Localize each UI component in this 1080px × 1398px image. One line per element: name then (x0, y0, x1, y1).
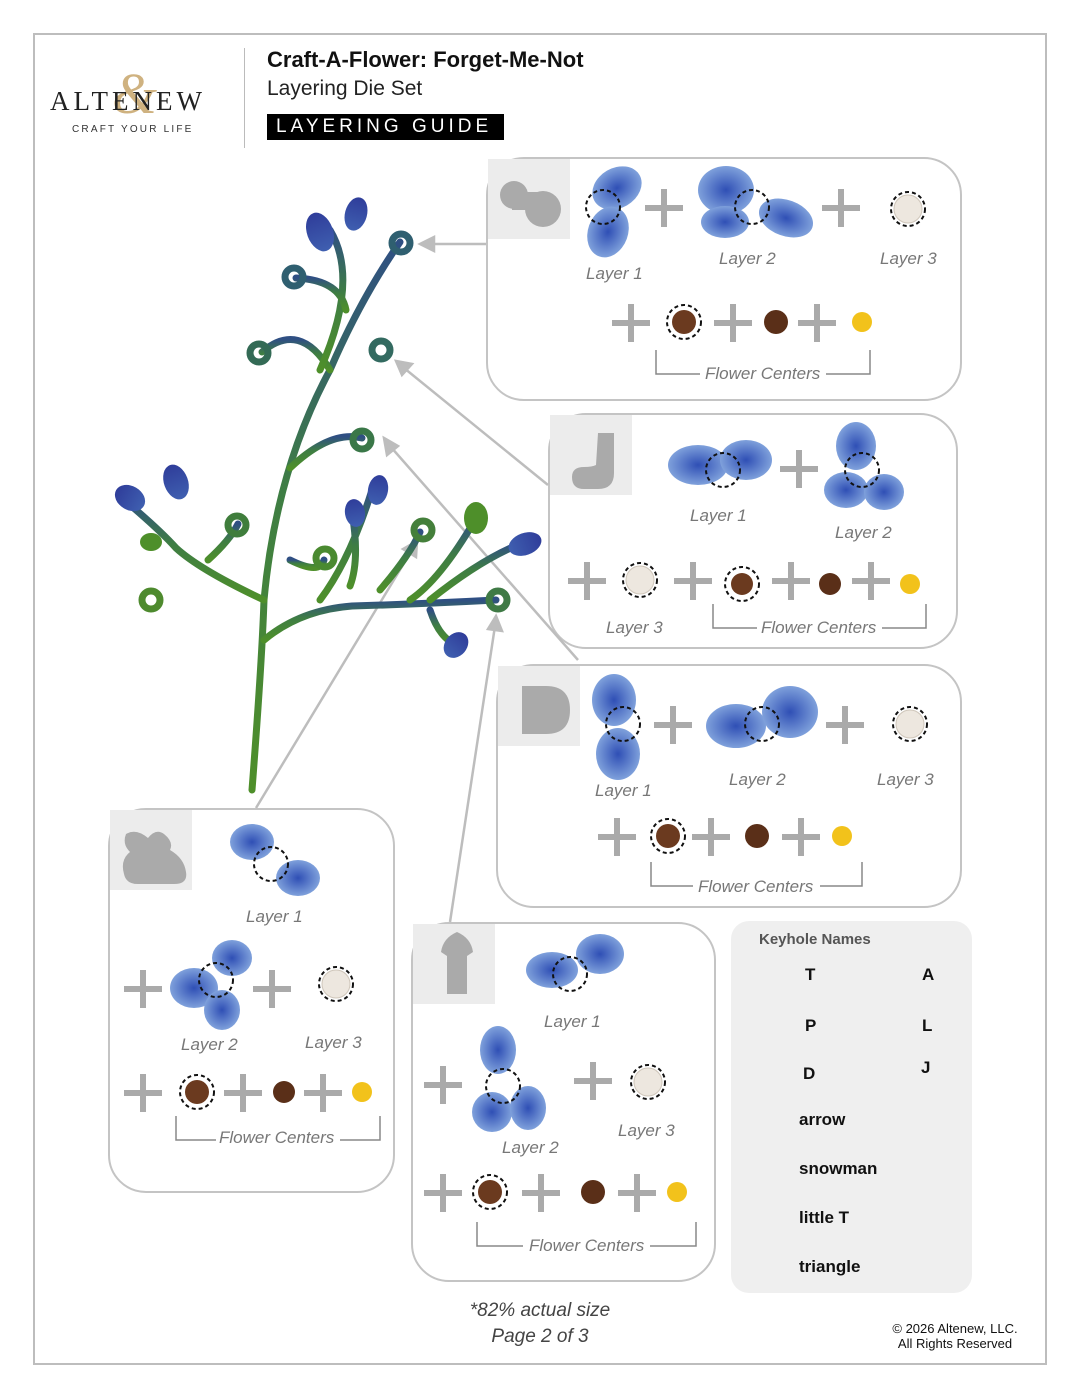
plus-icon (798, 304, 836, 342)
layer-label: Layer 2 (729, 770, 786, 789)
layer-label: Layer 1 (586, 264, 643, 283)
j-keyhole-icon (572, 433, 614, 489)
plus-icon (253, 970, 291, 1008)
page-subtitle: Layering Die Set (267, 77, 423, 100)
plus-icon (124, 1074, 162, 1112)
keyhole-j-label: J (921, 1058, 931, 1077)
plus-icon (568, 562, 606, 600)
plus-icon (822, 189, 860, 227)
keyhole-snowman-label: snowman (799, 1159, 878, 1178)
rights-line: All Rights Reserved (897, 1336, 1013, 1351)
layer-label: Layer 1 (246, 907, 303, 926)
plus-icon (714, 304, 752, 342)
copyright-line: © 2026 Altenew, LLC. (892, 1321, 1018, 1336)
little-t-keyhole-icon (122, 831, 187, 884)
plus-icon (674, 562, 712, 600)
logo-wordmark: ALTENEW (50, 86, 206, 116)
plus-icon (826, 706, 864, 744)
keyhole-arrow-label: arrow (799, 1110, 846, 1129)
keyhole-names-panel: Keyhole Names (731, 921, 972, 1293)
plus-icon (612, 304, 650, 342)
keyhole-l-label: L (922, 1016, 933, 1035)
d-keyhole-icon (522, 686, 570, 734)
page-title: Craft-A-Flower: Forget-Me-Not (267, 47, 584, 72)
size-note: *82% actual size (469, 1300, 611, 1321)
layer-label: Layer 2 (181, 1035, 238, 1054)
centers-label: Flower Centers (529, 1236, 645, 1255)
arrow-keyhole-icon (441, 932, 473, 994)
petal-groups (170, 166, 904, 1132)
page-number: Page 2 of 3 (491, 1326, 589, 1347)
layer-label: Layer 3 (880, 249, 937, 268)
keyhole-a-label: A (922, 965, 935, 984)
plus-icon (224, 1074, 262, 1112)
plus-icon (618, 1174, 656, 1212)
plus-icon (782, 818, 820, 856)
header-divider (244, 48, 245, 148)
plus-icon (654, 706, 692, 744)
layer-label: Layer 2 (719, 249, 776, 268)
keyhole-names-title: Keyhole Names (759, 931, 871, 948)
keyhole-d-label: D (803, 1064, 816, 1083)
layer-label: Layer 1 (544, 1012, 601, 1031)
snowman-keyhole-icon (500, 181, 561, 227)
plus-icon (124, 970, 162, 1008)
layer-label: Layer 3 (606, 618, 663, 637)
logo-ampersand: & (112, 61, 158, 126)
plus-icon (424, 1174, 462, 1212)
plus-icon (780, 450, 818, 488)
plus-icon (852, 562, 890, 600)
layer-label: Layer 2 (835, 523, 892, 542)
keyhole-triangle-label: triangle (799, 1257, 861, 1276)
centers-label: Flower Centers (705, 364, 821, 383)
plus-icon (574, 1062, 612, 1100)
guide-arrows (254, 234, 579, 923)
centers-label: Flower Centers (761, 618, 877, 637)
page-border (33, 33, 1047, 1365)
centers-label: Flower Centers (219, 1128, 335, 1147)
layer-label: Layer 1 (690, 506, 747, 525)
keyhole-t-label: T (805, 965, 816, 984)
plus-icon (598, 818, 636, 856)
centers-label: Flower Centers (698, 877, 814, 896)
keyhole-tabs (110, 159, 632, 1004)
altenew-logo: & ALTENEW CRAFT YOUR LIFE (50, 60, 230, 140)
center-brackets (175, 350, 927, 1247)
dashed-rings (179, 189, 928, 1210)
stem-rings (138, 230, 511, 613)
keyhole-p-label: P (805, 1016, 817, 1035)
flower-centers (185, 310, 920, 1204)
buds (114, 197, 542, 658)
plus-icon (522, 1174, 560, 1212)
layering-guide-badge: LAYERING GUIDE (267, 114, 505, 140)
keyhole-little-t-label: little T (799, 1208, 850, 1227)
layer-label: Layer 3 (877, 770, 934, 789)
plus-icon (304, 1074, 342, 1112)
stem-branches (118, 226, 524, 794)
plus-icon (692, 818, 730, 856)
layer3-stars (321, 194, 925, 1097)
copyright: © 2026 Altenew, LLC. All Rights Reserved (860, 1321, 1050, 1351)
layer-label: Layer 2 (502, 1138, 559, 1157)
logo-tagline: CRAFT YOUR LIFE (72, 124, 194, 135)
plus-icon (772, 562, 810, 600)
layer-label: Layer 3 (305, 1033, 362, 1052)
layer-label: Layer 3 (618, 1121, 675, 1140)
layer-label: Layer 1 (595, 781, 652, 800)
plus-icon (645, 189, 683, 227)
plus-icon (424, 1066, 462, 1104)
